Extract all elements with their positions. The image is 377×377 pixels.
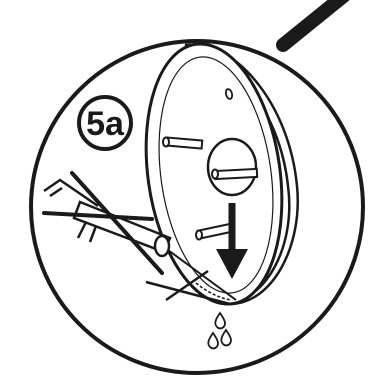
cable-icon (283, 0, 346, 45)
water-drop-2 (208, 333, 218, 348)
water-drop-1 (215, 313, 225, 328)
step-label: 5a (86, 105, 125, 143)
disc-center-hole (208, 139, 256, 195)
step-badge: 5a (79, 97, 131, 149)
mounting-pin-center (212, 169, 257, 179)
water-drops-icon (208, 313, 231, 348)
water-drop-3 (221, 330, 231, 345)
